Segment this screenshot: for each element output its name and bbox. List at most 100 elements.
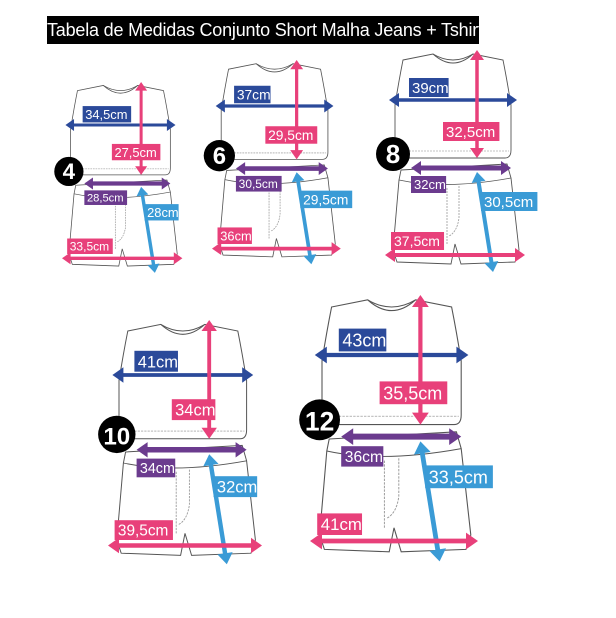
short-length-arrow xyxy=(291,172,317,265)
shorts-fly-stitch xyxy=(114,198,126,249)
short-length-label-text: 32cm xyxy=(217,479,257,497)
shirt-length-label: 34cm xyxy=(171,399,216,421)
tank-top-illustration xyxy=(220,63,329,160)
size-badge: 8 xyxy=(376,137,410,171)
shirt-length-label: 32,5cm xyxy=(443,122,500,141)
shirt-width-arrow-head-end xyxy=(507,93,517,107)
tank-top-neckline xyxy=(255,63,294,73)
waist-arrow xyxy=(136,442,247,458)
waist-label: 28,5cm xyxy=(84,190,128,205)
short-length-arrow xyxy=(136,186,160,273)
short-length-arrow-shaft xyxy=(295,179,313,258)
tank-top-body xyxy=(70,85,171,176)
short-width-label-text: 37,5cm xyxy=(394,233,440,249)
waist-arrow xyxy=(411,161,511,175)
short-width-label-bg xyxy=(317,513,363,535)
shirt-length-arrow-head-end xyxy=(470,148,484,158)
shirt-length-label-text: 32,5cm xyxy=(446,124,495,141)
short-length-arrow-head-start xyxy=(136,186,149,197)
short-width-arrow xyxy=(212,242,341,256)
short-width-label: 41cm xyxy=(317,513,363,535)
shirt-width-arrow-head-end xyxy=(166,118,176,132)
shirt-width-arrow-head-end xyxy=(242,367,254,383)
waist-label-bg xyxy=(136,458,176,478)
short-length-arrow-head-start xyxy=(291,172,305,183)
short-width-arrow-head-start xyxy=(385,248,395,262)
size-badge-text: 4 xyxy=(63,159,76,184)
shirt-width-label-text: 34,5cm xyxy=(85,107,127,122)
short-length-label-bg xyxy=(481,192,538,211)
shirt-width-label-bg xyxy=(409,78,449,97)
short-length-label-bg xyxy=(144,204,179,221)
short-length-arrow xyxy=(414,441,446,562)
short-length-arrow xyxy=(203,454,233,565)
short-width-arrow-head-start xyxy=(310,532,322,550)
short-length-label-bg xyxy=(213,476,258,498)
short-width-arrow-head-end xyxy=(251,537,262,554)
short-width-label-bg xyxy=(114,520,173,540)
shirt-length-arrow-head-end xyxy=(290,150,304,160)
waist-label: 34cm xyxy=(136,458,176,478)
tank-top-illustration xyxy=(321,299,462,426)
shirt-length-label-text: 34cm xyxy=(175,402,215,420)
waist-arrow-head-start xyxy=(341,428,354,445)
short-length-label-text: 29,5cm xyxy=(303,192,348,207)
shirt-width-arrow-head-end xyxy=(456,346,469,364)
tank-top-neckline xyxy=(367,299,416,312)
waist-arrow-head-start xyxy=(411,161,421,175)
short-width-label: 36cm xyxy=(217,227,252,244)
shirt-length-arrow-head-end xyxy=(201,427,217,439)
waist-arrow-head-end xyxy=(501,161,511,175)
shirt-width-arrow xyxy=(314,346,469,364)
tank-top-illustration xyxy=(70,85,171,176)
short-width-arrow-head-start xyxy=(212,242,222,256)
shorts-fly-stitch xyxy=(446,186,460,244)
short-width-arrow-head-start xyxy=(62,252,71,265)
page-title: Tabela de Medidas Conjunto Short Malha J… xyxy=(47,16,567,44)
shirt-length-label-bg xyxy=(111,143,161,161)
short-width-label-text: 39,5cm xyxy=(118,523,168,540)
shirt-length-label: 27,5cm xyxy=(111,143,161,161)
short-length-label-bg xyxy=(300,190,353,209)
shirt-length-arrow-head-start xyxy=(412,295,429,307)
waist-arrow-head-end xyxy=(449,428,462,445)
short-length-arrow-head-start xyxy=(471,172,486,183)
short-width-label-bg xyxy=(217,227,252,244)
short-width-arrow xyxy=(310,532,478,550)
waist-arrow-head-start xyxy=(136,442,148,458)
short-width-label-text: 33,5cm xyxy=(70,240,109,254)
size-badge: 10 xyxy=(98,415,136,454)
short-length-label-text: 33,5cm xyxy=(429,467,488,487)
short-width-label-bg xyxy=(67,238,113,254)
shirt-width-arrow-head-start xyxy=(112,367,124,383)
short-width-arrow xyxy=(385,248,525,262)
waist-arrow-head-end xyxy=(235,442,247,458)
shirt-length-label: 35,5cm xyxy=(379,381,448,405)
shirt-width-label-text: 43cm xyxy=(342,331,386,351)
short-width-label: 37,5cm xyxy=(391,232,445,250)
shirt-width-arrow xyxy=(112,367,254,383)
shirt-width-label: 41cm xyxy=(134,350,178,372)
short-width-label: 33,5cm xyxy=(67,238,113,254)
short-length-arrow-head-end xyxy=(217,552,233,565)
tank-top-body xyxy=(321,299,462,426)
shorts-waistband xyxy=(123,460,247,469)
size-badge-text: 8 xyxy=(386,139,400,169)
size-badge: 6 xyxy=(203,140,235,172)
tank-top-neckline xyxy=(432,53,474,64)
waist-label: 30,5cm xyxy=(235,175,282,192)
tank-top-body xyxy=(118,323,248,440)
shirt-width-arrow-head-start xyxy=(65,118,75,132)
tank-top-body xyxy=(394,53,512,159)
shirt-width-label: 34,5cm xyxy=(82,106,132,123)
shirt-length-label-bg xyxy=(171,399,216,421)
shirt-length-arrow-head-end xyxy=(412,412,429,425)
short-length-arrow-shaft xyxy=(208,462,228,556)
shorts-fly-stitch xyxy=(175,469,190,534)
size-badge-circle xyxy=(98,415,136,454)
short-width-arrow-head-end xyxy=(173,252,183,265)
shirt-length-arrow-head-start xyxy=(470,50,484,60)
waist-arrow xyxy=(84,177,171,190)
waist-label-bg xyxy=(341,446,384,467)
